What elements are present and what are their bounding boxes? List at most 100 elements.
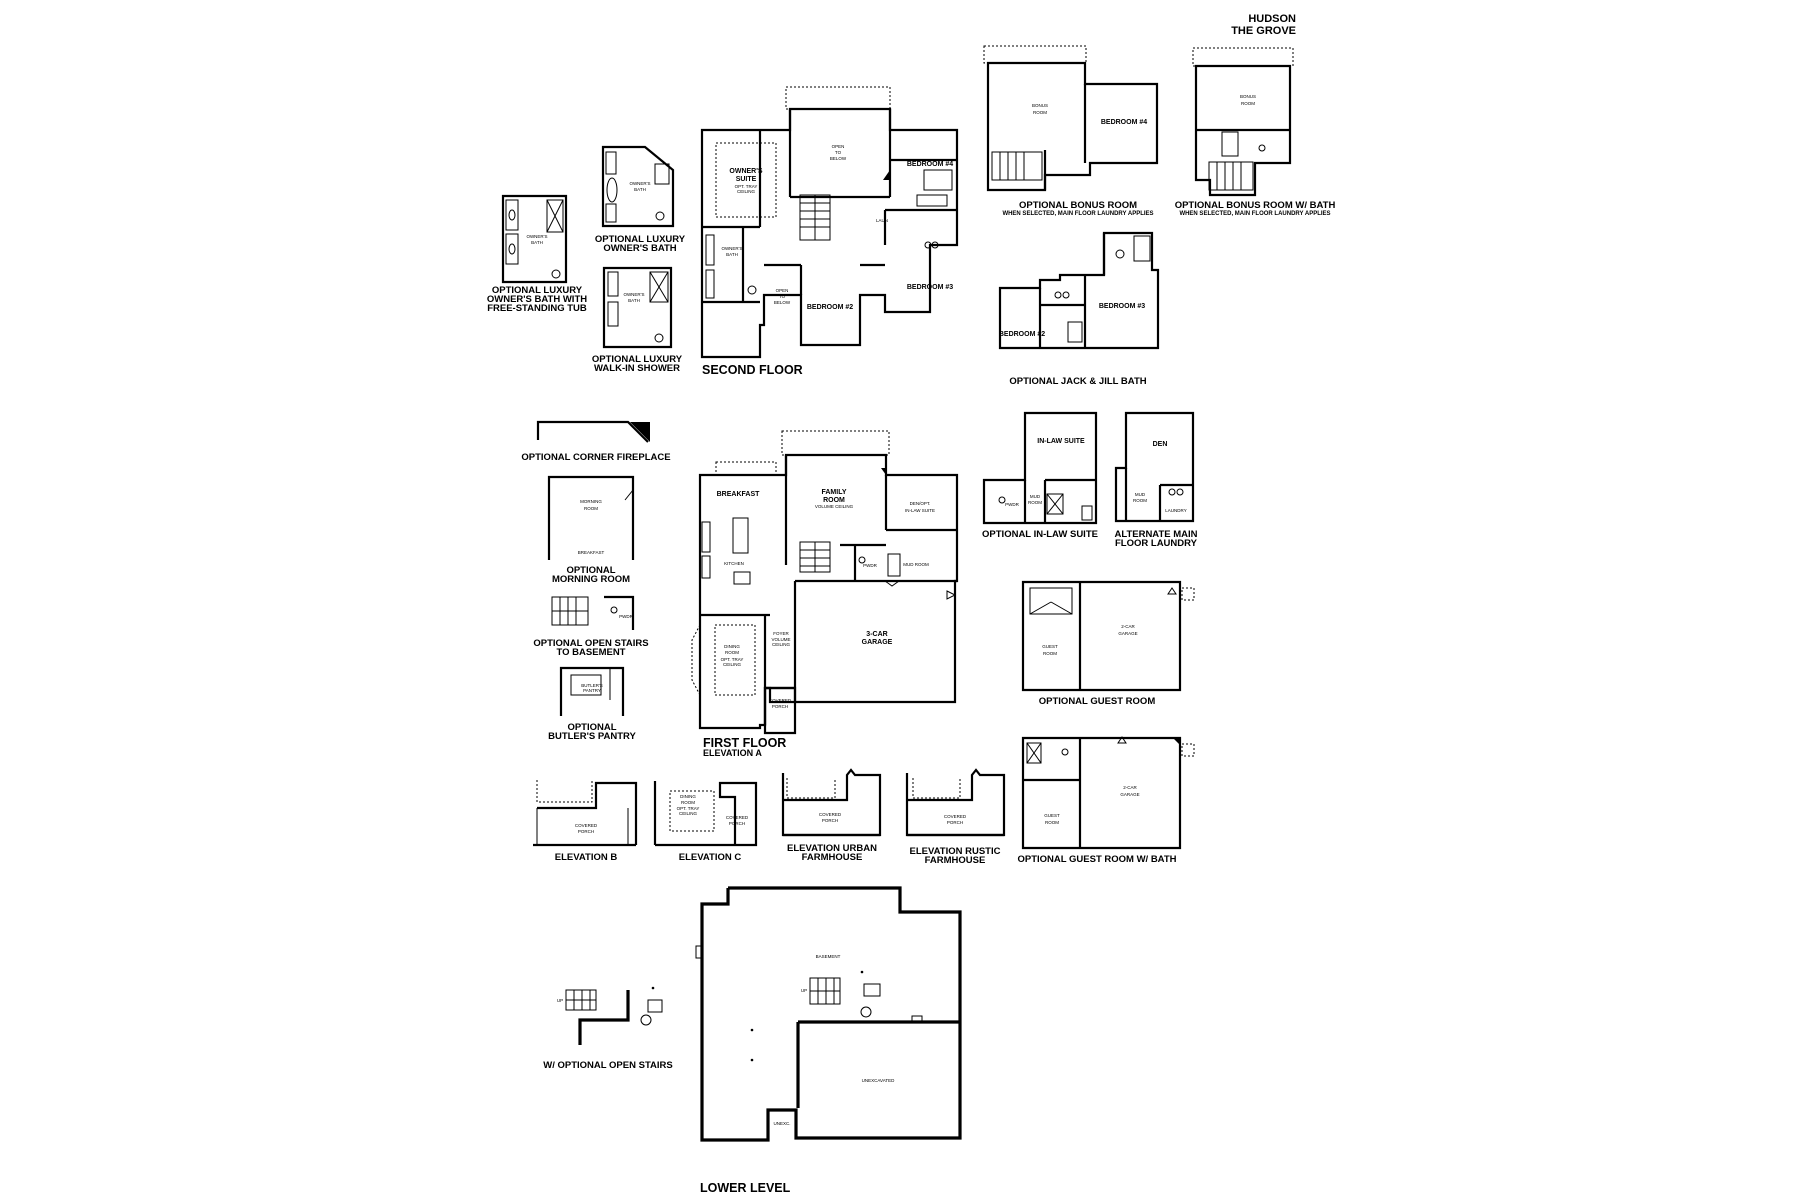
room-elev-c-porch-1: COVERED [726, 815, 749, 820]
room-bedroom3: BEDROOM #3 [907, 284, 953, 291]
caption-butlers-pantry-1: OPTIONAL [567, 722, 616, 733]
caption-elevation-b: ELEVATION B [555, 852, 618, 863]
caption-first-floor: FIRST FLOOR [703, 736, 786, 750]
room-owners-bath-2f-2: BATH [726, 252, 738, 257]
room-morning-1: MORNING [580, 499, 602, 504]
opt-bonus-room-bath: BONUS ROOM [1192, 47, 1294, 197]
opt-butlers-pantry: BUTLER'S PANTRY [559, 666, 625, 716]
room-garage2-2: GARAGE [1118, 631, 1137, 636]
opt-jack-jill-bath: BEDROOM #2 BEDROOM #3 [999, 231, 1160, 350]
opt-freestanding-tub-bath: OWNER'S BATH [501, 194, 568, 284]
room-bedroom4: BEDROOM #4 [907, 161, 953, 168]
caption-freestanding-tub-2: OWNER'S BATH WITH [487, 294, 587, 305]
opt-bonus-room: BONUS ROOM BEDROOM #4 [983, 45, 1159, 192]
caption-elevation-a: ELEVATION A [703, 748, 762, 758]
room-inlaw-pwdr: PWDR [1005, 502, 1019, 507]
plan-title-line1: HUDSON [1248, 13, 1296, 25]
opt-corner-fireplace [536, 420, 650, 443]
caption-butlers-pantry-2: BUTLER'S PANTRY [548, 731, 636, 742]
caption-luxury-bath-2: OWNER'S BATH [603, 243, 676, 254]
room-jj-bedroom2: BEDROOM #2 [999, 331, 1045, 338]
room-pwdr: PWDR [863, 563, 877, 568]
room-foyer-note-1: VOLUME [771, 637, 790, 642]
room-elev-r-porch-1: COVERED [944, 814, 967, 819]
room-open-below-b-3: BELOW [774, 300, 791, 305]
room-foyer-note-2: CEILING [772, 642, 791, 647]
caption-freestanding-tub-1: OPTIONAL LUXURY [492, 285, 583, 296]
room-butlers-pantry-2: PANTRY [583, 688, 601, 693]
room-basement: BASEMENT [816, 954, 841, 959]
caption-walkin-shower-1: OPTIONAL LUXURY [592, 354, 683, 365]
caption-jack-jill: OPTIONAL JACK & JILL BATH [1009, 376, 1146, 387]
caption-open-stairs-lower: W/ OPTIONAL OPEN STAIRS [543, 1060, 673, 1071]
caption-bonus-room-note: WHEN SELECTED, MAIN FLOOR LAUNDRY APPLIE… [1002, 211, 1153, 217]
caption-lower-level: LOWER LEVEL [700, 1181, 791, 1195]
plan-title-line2: THE GROVE [1231, 25, 1296, 37]
room-elev-b-porch-2: PORCH [578, 829, 594, 834]
room-family-2: ROOM [823, 497, 845, 504]
room-breakfast: BREAKFAST [717, 491, 761, 498]
room-owners-bath-fst-2: BATH [531, 240, 543, 245]
room-owners-suite-2: SUITE [736, 176, 757, 183]
room-inlaw-mud-1: MUD [1030, 494, 1041, 499]
room-butlers-pantry-1: BUTLER'S [581, 683, 603, 688]
room-open-below-2: TO [835, 150, 842, 155]
room-unexcavated: UNEXCAVATED [862, 1078, 896, 1083]
caption-bonus-room-bath: OPTIONAL BONUS ROOM W/ BATH [1175, 200, 1336, 211]
caption-second-floor: SECOND FLOOR [702, 363, 803, 377]
caption-morning-room-2: MORNING ROOM [552, 574, 630, 585]
room-garage3-2: GARAGE [862, 639, 893, 646]
caption-bonus-room: OPTIONAL BONUS ROOM [1019, 200, 1137, 211]
room-elev-c-porch-2: PORCH [729, 821, 745, 826]
caption-corner-fireplace: OPTIONAL CORNER FIREPLACE [521, 452, 670, 463]
room-kitchen: KITCHEN [724, 561, 744, 566]
room-dining-1: DINING [724, 644, 740, 649]
room-owners-bath-lux-2: BATH [634, 187, 646, 192]
room-bonus-bedroom4: BEDROOM #4 [1101, 119, 1147, 126]
caption-elevation-c: ELEVATION C [679, 852, 742, 863]
room-family-note: VOLUME CEILING [815, 504, 854, 509]
room-owners-bath-wis-2: BATH [628, 298, 640, 303]
room-family-1: FAMILY [821, 489, 846, 496]
caption-open-stairs-1: OPTIONAL OPEN STAIRS [533, 638, 648, 649]
room-foyer: FOYER [773, 631, 789, 636]
opt-open-stairs-lower: UP [557, 986, 663, 1045]
caption-inlaw-suite: OPTIONAL IN-LAW SUITE [982, 529, 1098, 540]
room-bonus-b-2: ROOM [1241, 101, 1255, 106]
room-alt-mud-2: ROOM [1133, 498, 1147, 503]
caption-elevation-rustic-2: FARMHOUSE [925, 855, 986, 866]
lower-level-plan: UP BASEMENT UNEXCAVATED UNEXC. [695, 886, 962, 1142]
caption-luxury-bath-1: OPTIONAL LUXURY [595, 234, 686, 245]
elevation-urban-farmhouse: COVERED PORCH [781, 768, 882, 837]
opt-walkin-shower: OWNER'S BATH [602, 266, 673, 349]
opt-morning-room: MORNING ROOM BREAKFAST [547, 475, 635, 560]
room-alt-laundry: LAUNDRY [1165, 508, 1186, 513]
room-open-below-1: OPEN [832, 144, 845, 149]
room-laun: LAUN [876, 218, 888, 223]
room-guest-b-1: GUEST [1044, 813, 1060, 818]
room-elev-b-porch-1: COVERED [575, 823, 598, 828]
caption-alt-laundry-2: FLOOR LAUNDRY [1115, 538, 1198, 549]
room-garage2-b-1: 2-CAR [1123, 785, 1137, 790]
room-dining-note-1: OPT. TRAY [721, 657, 744, 662]
room-elev-r-porch-2: PORCH [947, 820, 963, 825]
room-bonus-2: ROOM [1033, 110, 1047, 115]
room-garage3-1: 3-CAR [866, 631, 887, 638]
caption-guest-room: OPTIONAL GUEST ROOM [1039, 696, 1156, 707]
room-den-alt: DEN [1153, 441, 1168, 448]
caption-guest-room-bath: OPTIONAL GUEST ROOM W/ BATH [1017, 854, 1176, 865]
room-den-1: DEN/OPT. [910, 501, 931, 506]
room-open-below-b-2: TO [779, 294, 786, 299]
opt-guest-room-bath: GUEST ROOM 2-CAR GARAGE [1021, 736, 1195, 850]
elevation-b: COVERED PORCH [533, 780, 638, 847]
caption-open-stairs-2: TO BASEMENT [557, 647, 626, 658]
caption-alt-laundry-1: ALTERNATE MAIN [1114, 529, 1197, 540]
room-owners-suite-note-2: CEILING [737, 189, 756, 194]
room-open-below-b-1: OPEN [776, 288, 789, 293]
room-den-2: IN-LAW SUITE [905, 508, 935, 513]
caption-elevation-urban-2: FARMHOUSE [802, 852, 863, 863]
caption-freestanding-tub-3: FREE-STANDING TUB [487, 303, 587, 314]
opt-luxury-owners-bath: OWNER'S BATH [601, 145, 675, 228]
room-guest-b-2: ROOM [1045, 820, 1059, 825]
room-bedroom2: BEDROOM #2 [807, 304, 853, 311]
